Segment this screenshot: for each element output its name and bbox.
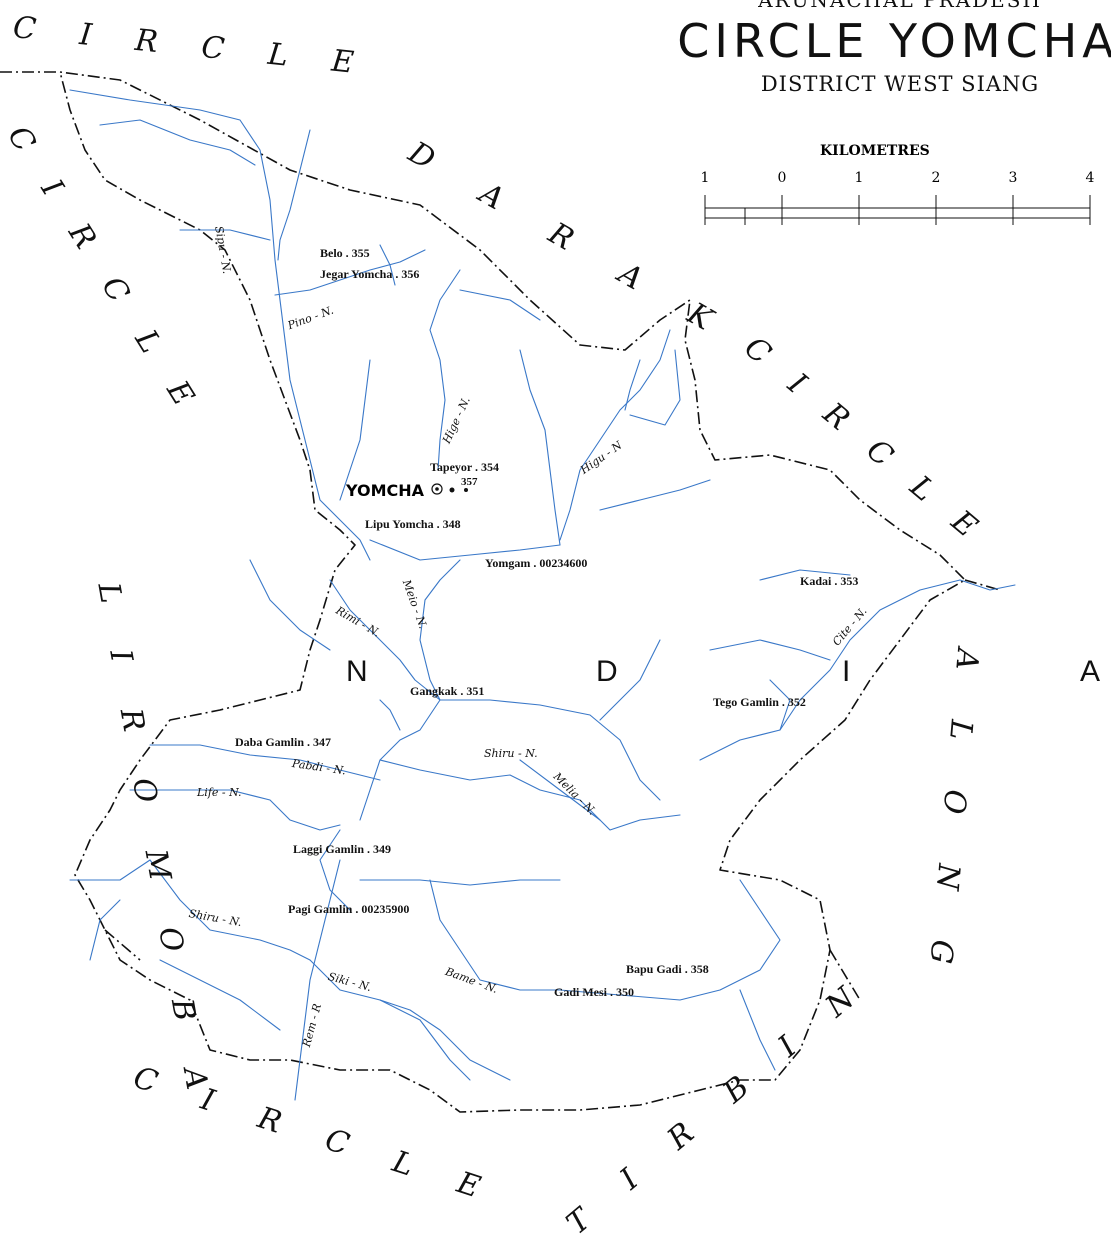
village-label: Kadai . 353	[800, 574, 859, 588]
village-dots	[449, 487, 468, 493]
village-label: Gadi Mesi . 350	[554, 985, 634, 999]
village-label: Lipu Yomcha . 348	[365, 517, 461, 531]
village-label: Belo . 355	[320, 246, 370, 260]
country-letter: N	[346, 655, 368, 688]
headquarters-label: YOMCHA	[346, 481, 425, 500]
circle-boundary-ext	[964, 579, 1001, 591]
village-label: Jegar Yomcha . 356	[320, 267, 420, 281]
village-label: Tego Gamlin . 352	[713, 695, 806, 709]
village-label: Laggi Gamlin . 349	[293, 842, 392, 856]
village-label: Gangkak . 351	[410, 684, 485, 698]
country-letter: D	[596, 655, 618, 688]
village-label: Yomgam . 00234600	[485, 556, 588, 570]
scale-tick: 3	[1008, 170, 1018, 186]
village-label: Daba Gamlin . 347	[235, 735, 332, 749]
district-name: DISTRICT WEST SIANG	[760, 72, 1040, 96]
country-letter: A	[1080, 655, 1101, 688]
scale-tick: 1	[854, 170, 864, 186]
circle-boundary-ext3	[104, 929, 141, 961]
scale-tick: 4	[1085, 170, 1095, 186]
country-letter: I	[842, 655, 851, 688]
map-title: CIRCLE YOMCHA	[677, 14, 1111, 68]
scale-tick: 0	[777, 170, 787, 186]
river-network	[69, 89, 1016, 1101]
village-label: Bapu Gadi . 358	[626, 962, 709, 976]
scale-tick: 1	[700, 170, 710, 186]
river-label: Life - N.	[197, 786, 242, 799]
scale-title: KILOMETRES	[820, 143, 930, 159]
village-label: Pagi Gamlin . 00235900	[288, 902, 410, 916]
river-label: Shiru - N.	[484, 747, 538, 760]
circle-boundary	[0, 71, 966, 1113]
state-name: ARUNACHAL PRADESH	[758, 0, 1042, 12]
hq-symbol	[431, 483, 443, 495]
village-label: Tapeyor . 354	[430, 460, 500, 474]
scale-tick: 2	[931, 170, 941, 186]
hq-code: 357	[461, 476, 478, 488]
scale-bar	[704, 195, 1091, 225]
circle-boundary-ext2	[829, 949, 861, 1001]
